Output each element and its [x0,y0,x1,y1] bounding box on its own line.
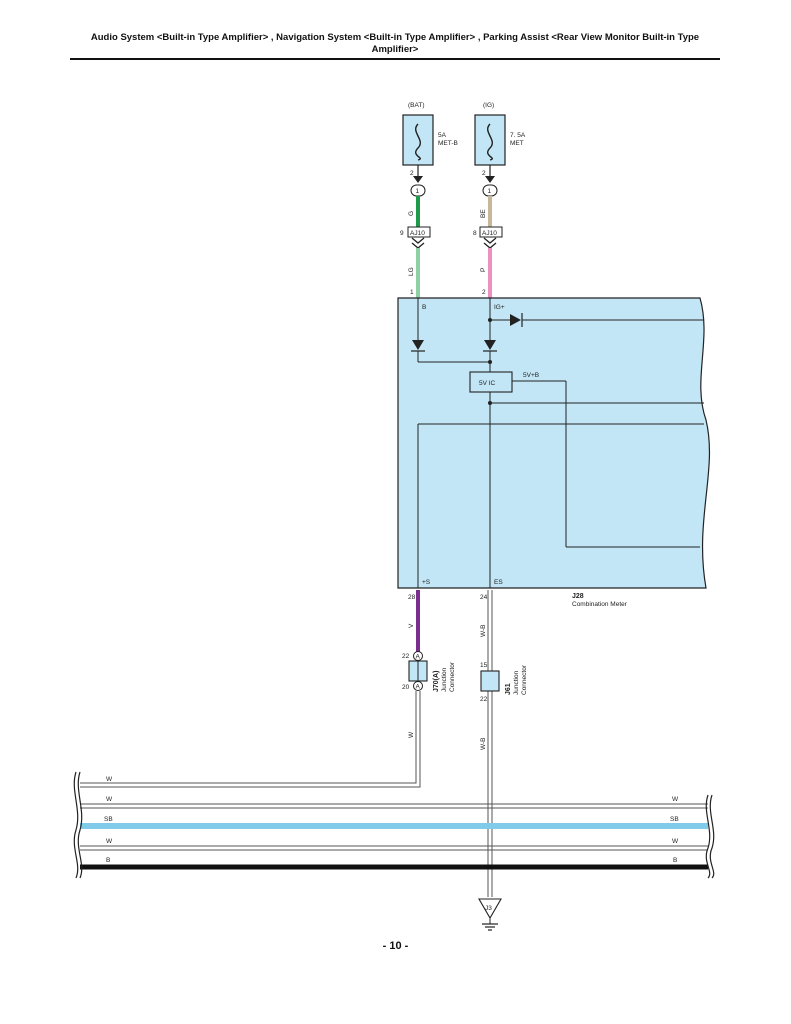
junction-j61[interactable]: 15 22 J61 Junction Connector [480,662,528,703]
meter-body [397,297,711,589]
j70-pin-top: 22 [402,653,410,660]
aj10-bat-box [407,226,431,238]
fuse-bat-pin: 2 [410,170,414,177]
page-number: - 10 - [382,940,409,952]
bus-break-right-2 [709,794,715,879]
ic-5v-label: 5V IC [479,380,496,387]
connector-aj10[interactable]: AJ10 9 AJ10 8 [400,226,503,249]
meter-code: J28 [572,593,584,600]
bus-break-left-1 [77,771,83,879]
aj10-ig-chevron [483,237,497,249]
bus-3-label-left: W [106,838,113,845]
fuse-ig-symbol [487,123,493,161]
meter-name: Combination Meter [572,601,628,608]
bus-0-label-left: W [106,776,113,783]
aj10-bat-label: AJ10 [410,230,425,237]
wire-w-j70 [80,691,421,788]
aj10-ig-pin: 8 [473,230,477,237]
j61-name-2: Connector [521,664,528,695]
j70-name-1: Junction [441,667,448,692]
fuse-bat-box [402,114,434,166]
wire-w-j70-label: W [408,731,415,738]
fuse-bat-rating: 5A [438,132,447,139]
fuse-bat-symbol [415,123,421,161]
meter-diode-ig [484,340,496,350]
bus-3-label-right: W [672,838,679,845]
bus-4-label-left: B [106,857,110,864]
bus-1-label-right: W [672,796,679,803]
j61-pin-bottom: 22 [480,696,488,703]
fuse-ig-box [474,114,506,166]
bus-1-label-left: W [106,796,113,803]
meter-term-es: ES [494,579,503,586]
j61-name-1: Junction [513,670,520,695]
aj10-ig-box [479,226,503,238]
wire-wb-label-1: W-B [480,624,487,637]
wire-p-label: P [480,268,487,272]
wire-lg-label: LG [408,267,415,276]
ground-label: J3 [485,905,492,912]
bus-break-left-2 [73,771,79,879]
j61-box [480,670,500,692]
ic-5v-box [469,371,513,393]
title-rule [70,58,720,60]
fuse-ig-source: (IG) [483,102,494,109]
meter-diode-b [412,340,424,350]
wire-wb-label-2: W-B [480,737,487,750]
bus-break-right-1 [705,794,711,879]
ground-j3[interactable]: J3 [478,898,502,931]
wire-g-label: G [408,211,415,216]
j70-pin-bottom: 20 [402,684,410,691]
aj10-ig-label: AJ10 [482,230,497,237]
fuse-bat-terminal-label: 1 [416,188,420,195]
fuse-ig-rating: 7. 5A [510,132,526,139]
wire-be-label: BE [480,209,487,218]
meter-term-b: B [422,304,426,311]
fuse-ig-name: MET [510,140,524,147]
fuse-bat-name: MET-B [438,140,458,147]
j70-terminal-bottom [413,681,423,691]
bus-lines: W W W SB SB W W B B [73,771,715,879]
meter-pin-b: 1 [410,289,414,296]
meter-pin-s: 28 [408,594,416,601]
bus-2-label-right: SB [670,816,679,823]
meter-node-join [488,360,492,364]
aj10-bat-pin: 9 [400,230,404,237]
fuse-ig-arrow [485,176,495,183]
aj10-bat-chevron [411,237,425,249]
fuse-ig-terminal-label: 1 [488,188,492,195]
meter-pin-es: 24 [480,594,488,601]
fuse-met[interactable]: (IG) 7. 5A MET 2 [474,102,526,177]
fuse-bat-arrow [413,176,423,183]
bus-line-3 [80,845,708,851]
ground-triangle [478,898,502,920]
bus-4-label-right: B [673,857,677,864]
bus-2-label-left: SB [104,816,113,823]
fuse-bat-source: (BAT) [408,102,425,109]
fuse-ig-pin: 2 [482,170,486,177]
wire-w-b [487,590,493,897]
j70-name-2: Connector [449,661,456,692]
bus-line-1 [80,803,708,809]
j61-pin-top: 15 [480,662,488,669]
meter-term-s: +S [422,579,431,586]
meter-diode-side [510,314,521,326]
j61-code: J61 [505,683,512,695]
j70-code: J70(A) [433,671,440,692]
fuse-met-b[interactable]: (BAT) 5A MET-B 2 [402,102,458,177]
j70-terminal-bottom-label: A [416,684,421,691]
j70-terminal-top-label: A [416,654,421,661]
meter-term-ig: IG+ [494,304,505,311]
page-title: Audio System <Built-in Type Amplifier> ,… [90,32,700,55]
combination-meter[interactable]: B IG+ 5V IC 5V+B +S ES [397,297,711,589]
junction-j70[interactable]: 22 A A 20 J70(A) Junction Connector [402,651,456,693]
wire-v-label: V [408,623,415,628]
meter-pin-ig: 2 [482,289,486,296]
ic-5v-out-label: 5V+B [523,372,539,379]
